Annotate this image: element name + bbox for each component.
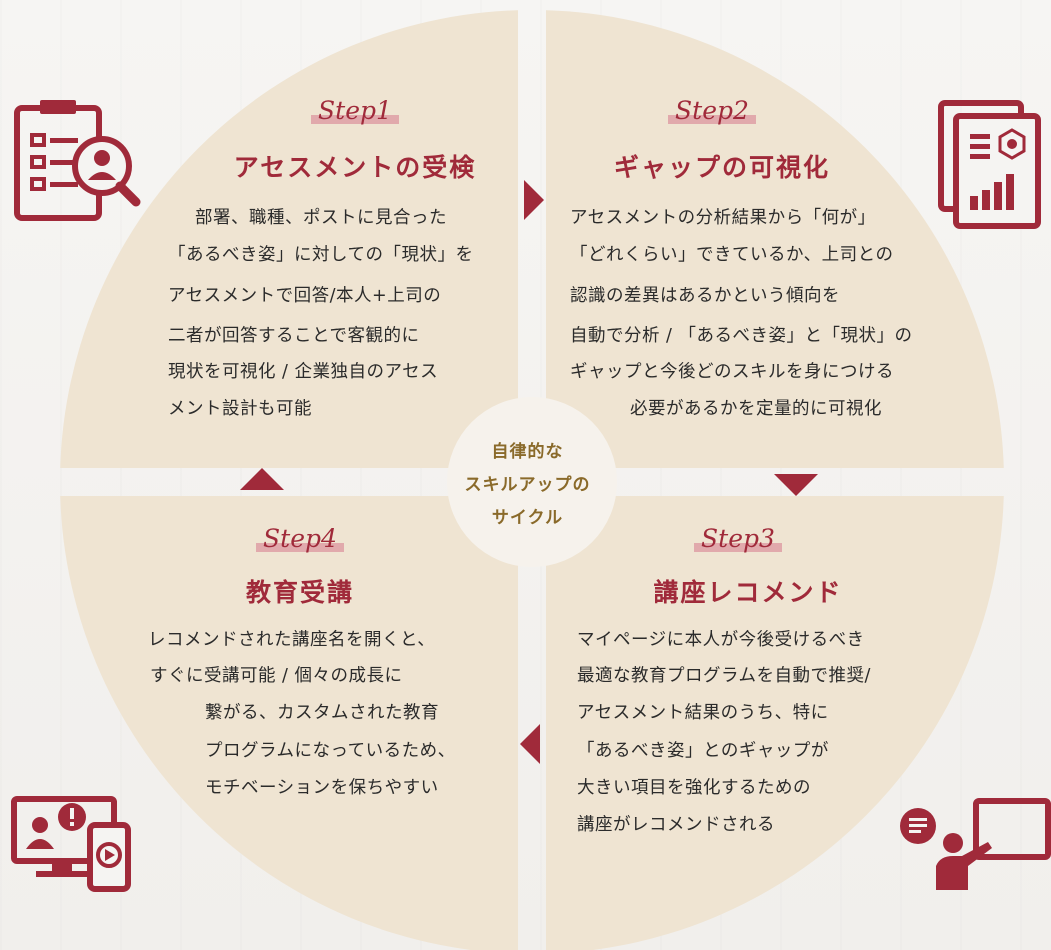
step4-line: モチベーションを保ちやすい xyxy=(205,778,439,798)
step1-tag-text: Step1 xyxy=(318,96,392,125)
step4-line: 繋がる、カスタムされた教育 xyxy=(205,703,439,723)
report-chart-icon xyxy=(938,100,1041,229)
arrow-up xyxy=(240,468,284,490)
step3-line: 「あるべき姿」とのギャップが xyxy=(577,741,829,761)
step4-line: すぐに受講可能 / 個々の成長に xyxy=(150,666,403,686)
step2-tag-text: Step2 xyxy=(675,96,749,125)
step4-title: 教育受講 xyxy=(245,578,354,607)
step2-line: ギャップと今後どのスキルを身につける xyxy=(570,362,894,382)
step3-line: 大きい項目を強化するための xyxy=(577,778,811,798)
step1-line: 部署、職種、ポストに見合った xyxy=(195,208,447,228)
elearning-devices-icon xyxy=(11,796,131,892)
step2-line: 自動で分析 / 「あるべき姿」と「現状」の xyxy=(570,326,913,346)
step2-line: 必要があるかを定量的に可視化 xyxy=(630,399,882,419)
step1-tag: Step1 xyxy=(285,96,425,125)
step3-tag: Step3 xyxy=(668,524,808,553)
step1-title: アセスメントの受検 xyxy=(233,153,477,182)
center-label-line1: 自律的な xyxy=(491,442,564,462)
center-circle xyxy=(447,397,617,567)
step4-line: プログラムになっているため、 xyxy=(205,741,456,761)
step2-tag: Step2 xyxy=(642,96,782,125)
clipboard-search-icon xyxy=(14,100,141,221)
arrow-left xyxy=(520,724,540,764)
step4-line: レコメンドされた講座名を開くと、 xyxy=(148,630,436,650)
arrow-down xyxy=(774,474,818,496)
step3-line: 講座がレコメンドされる xyxy=(577,815,775,835)
step2-line: 認識の差異はあるかという傾向を xyxy=(570,286,840,306)
step2-line: 「どれくらい」できているか、上司との xyxy=(570,245,894,265)
step3-title: 講座レコメンド xyxy=(653,578,843,607)
step4-tag-text: Step4 xyxy=(263,524,337,553)
center-label-line3: サイクル xyxy=(491,508,564,528)
center-label-line2: スキルアップの xyxy=(464,475,591,495)
step1-line: 「あるべき姿」に対しての「現状」を xyxy=(168,245,474,265)
step4-tag: Step4 xyxy=(230,524,370,553)
arrow-right xyxy=(524,180,544,220)
step3-line: アセスメント結果のうち、特に xyxy=(577,703,829,723)
step1-line: メント設計も可能 xyxy=(168,399,312,419)
step3-line: マイページに本人が今後受けるべき xyxy=(577,630,865,650)
step3-tag-text: Step3 xyxy=(701,524,775,553)
presenter-whiteboard-icon xyxy=(900,798,1051,890)
step2-line: アセスメントの分析結果から「何が」 xyxy=(570,208,876,228)
step1-line: 現状を可視化 / 企業独自のアセス xyxy=(168,362,439,382)
step2-title: ギャップの可視化 xyxy=(613,153,830,182)
step1-line: 二者が回答することで客観的に xyxy=(168,326,420,346)
step1-line: アセスメントで回答/本人+上司の xyxy=(168,286,442,306)
step3-line: 最適な教育プログラムを自動で推奨/ xyxy=(577,666,871,686)
